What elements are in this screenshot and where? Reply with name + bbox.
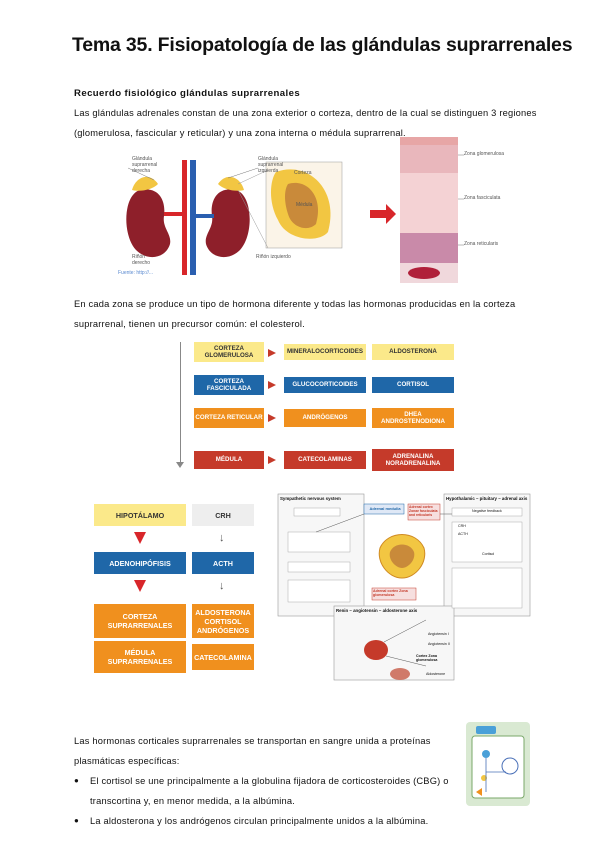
panel-sympathetic-label: Sympathetic nervous system bbox=[280, 496, 341, 501]
label-gland-left: Glándula suprarrenal izquierda bbox=[258, 156, 284, 174]
class-catecolaminas: CATECOLAMINAS bbox=[284, 451, 366, 469]
flow-catecolamina: CATECOLAMINA bbox=[192, 644, 254, 670]
arrow-down-icon bbox=[134, 580, 146, 592]
intro-paragraph: Las glándulas adrenales constan de una z… bbox=[74, 108, 537, 138]
cortex-glom-label: Cortex Zona glomerulosa bbox=[416, 654, 438, 662]
flow-acth: ACTH bbox=[192, 552, 254, 574]
flow-medula-suprarrenales: MÉDULA SUPRARRENALES bbox=[94, 641, 186, 673]
arrow-down-icon bbox=[176, 462, 184, 468]
axis-flow-diagram: HIPOTÁLAMO CRH ↓ ADENOHIPÓFISIS ACTH ↓ C… bbox=[94, 504, 258, 674]
flow-crh: CRH bbox=[192, 504, 254, 526]
acth-label: ACTH bbox=[458, 532, 468, 536]
regulation-diagram: Sympathetic nervous system Hypothalamic … bbox=[276, 492, 532, 682]
angiotensin-i-label: Angiotensin I bbox=[428, 632, 449, 636]
class-androgenos: ANDRÓGENOS bbox=[284, 409, 366, 427]
flow-hipotalamo: HIPOTÁLAMO bbox=[94, 504, 186, 526]
panel-hpa-label: Hypothalamic – pituitary – adrenal axis bbox=[446, 496, 528, 501]
label-cortex: Corteza bbox=[294, 170, 312, 176]
adrenal-medulla-label: Adrenal medulla bbox=[369, 506, 401, 511]
class-mineralocorticoides: MINERALOCORTICOIDES bbox=[284, 344, 366, 360]
arrow-right-icon bbox=[268, 414, 276, 422]
cholesterol-paragraph: En cada zona se produce un tipo de hormo… bbox=[74, 299, 516, 329]
page-title: Tema 35. Fisiopatología de las glándulas… bbox=[72, 34, 573, 56]
arrow-right-icon bbox=[268, 381, 276, 389]
adrenal-cortex-fasc-label: Adrenal cortex Zonae fasciculata and ret… bbox=[409, 505, 438, 517]
hormone-adrenalina: ADRENALINA NORADRENALINA bbox=[372, 449, 454, 471]
transport-bullets: El cortisol se une principalmente a la g… bbox=[74, 771, 454, 831]
zone-glomerulosa-label: Zona glomerulosa bbox=[464, 151, 505, 157]
hormone-dhea: DHEA ANDROSTENODIONA bbox=[372, 408, 454, 428]
flow-corteza-suprarrenales: CORTEZA SUPRARRENALES bbox=[94, 604, 186, 638]
transport-section: Las hormonas corticales suprarrenales se… bbox=[74, 731, 454, 831]
angiotensin-ii-label: Angiotensin II bbox=[428, 642, 450, 646]
section-subheading: Recuerdo fisiológico glándulas suprarren… bbox=[74, 88, 301, 99]
zone-fasciculada: CORTEZA FASCICULADA bbox=[194, 375, 264, 395]
arrow-down-icon bbox=[134, 532, 146, 544]
histology-figure: Zona glomerulosa Zona fasciculata Zona r… bbox=[400, 137, 524, 283]
label-kidney-right: Riñón derecho bbox=[132, 254, 151, 266]
zone-reticularis-label: Zona reticularis bbox=[464, 241, 499, 247]
zone-medula: MÉDULA bbox=[194, 451, 264, 469]
arrow-right-icon bbox=[268, 349, 276, 357]
cell-transport-diagram bbox=[466, 722, 530, 806]
arrow-right-icon bbox=[268, 456, 276, 464]
cortisol-label: Cortisol bbox=[482, 552, 495, 556]
aldosterone-label: Aldosterone bbox=[426, 672, 446, 676]
zone-glomerulosa: CORTEZA GLOMERULOSA bbox=[194, 342, 264, 362]
bullet-item: La aldosterona y los andrógenos circulan… bbox=[74, 811, 454, 831]
panel-raa-label: Renin – angiotensin – aldosterone axis bbox=[336, 608, 418, 613]
cell-transport-image bbox=[466, 722, 530, 806]
vertical-arrow-line bbox=[180, 342, 181, 464]
adrenal-cortex-glom-label: Adrenal cortex Zona glomerulosa bbox=[373, 589, 408, 598]
crh-label: CRH bbox=[458, 524, 466, 528]
zone-reticular: CORTEZA RETICULAR bbox=[194, 408, 264, 428]
label-kidney-left: Riñón izquierdo bbox=[256, 254, 291, 260]
label-gland-right: Glándula suprarrenal derecha bbox=[132, 156, 158, 174]
flow-adenohipofisis: ADENOHIPÓFISIS bbox=[94, 552, 186, 574]
zones-hormones-table: CORTEZA GLOMERULOSA MINERALOCORTICOIDES … bbox=[176, 338, 458, 474]
cortex-histology-image bbox=[400, 137, 464, 283]
adrenal-anatomy-figure: Glándula suprarrenal derecha Glándula su… bbox=[118, 150, 396, 278]
figure-source: Fuente: http://... bbox=[118, 270, 154, 276]
arrow-down-icon: ↓ bbox=[219, 532, 225, 544]
class-glucocorticoides: GLUCOCORTICOIDES bbox=[284, 377, 366, 393]
kidney-adrenal-illustration bbox=[118, 150, 396, 278]
negative-feedback-label: Negative feedback bbox=[472, 509, 502, 513]
flow-aldosterona-cortisol-androgenos: ALDOSTERONA CORTISOL ANDRÓGENOS bbox=[192, 604, 254, 638]
zone-fasciculata-label: Zona fasciculata bbox=[464, 195, 501, 201]
arrow-down-icon: ↓ bbox=[219, 580, 225, 592]
transport-paragraph: Las hormonas corticales suprarrenales se… bbox=[74, 736, 431, 766]
bullet-item: El cortisol se une principalmente a la g… bbox=[74, 771, 454, 811]
label-medulla: Médula bbox=[296, 202, 313, 208]
hormone-aldosterona: ALDOSTERONA bbox=[372, 344, 454, 360]
adrenal-regulation-diagram bbox=[276, 492, 532, 682]
hormone-cortisol: CORTISOL bbox=[372, 377, 454, 393]
